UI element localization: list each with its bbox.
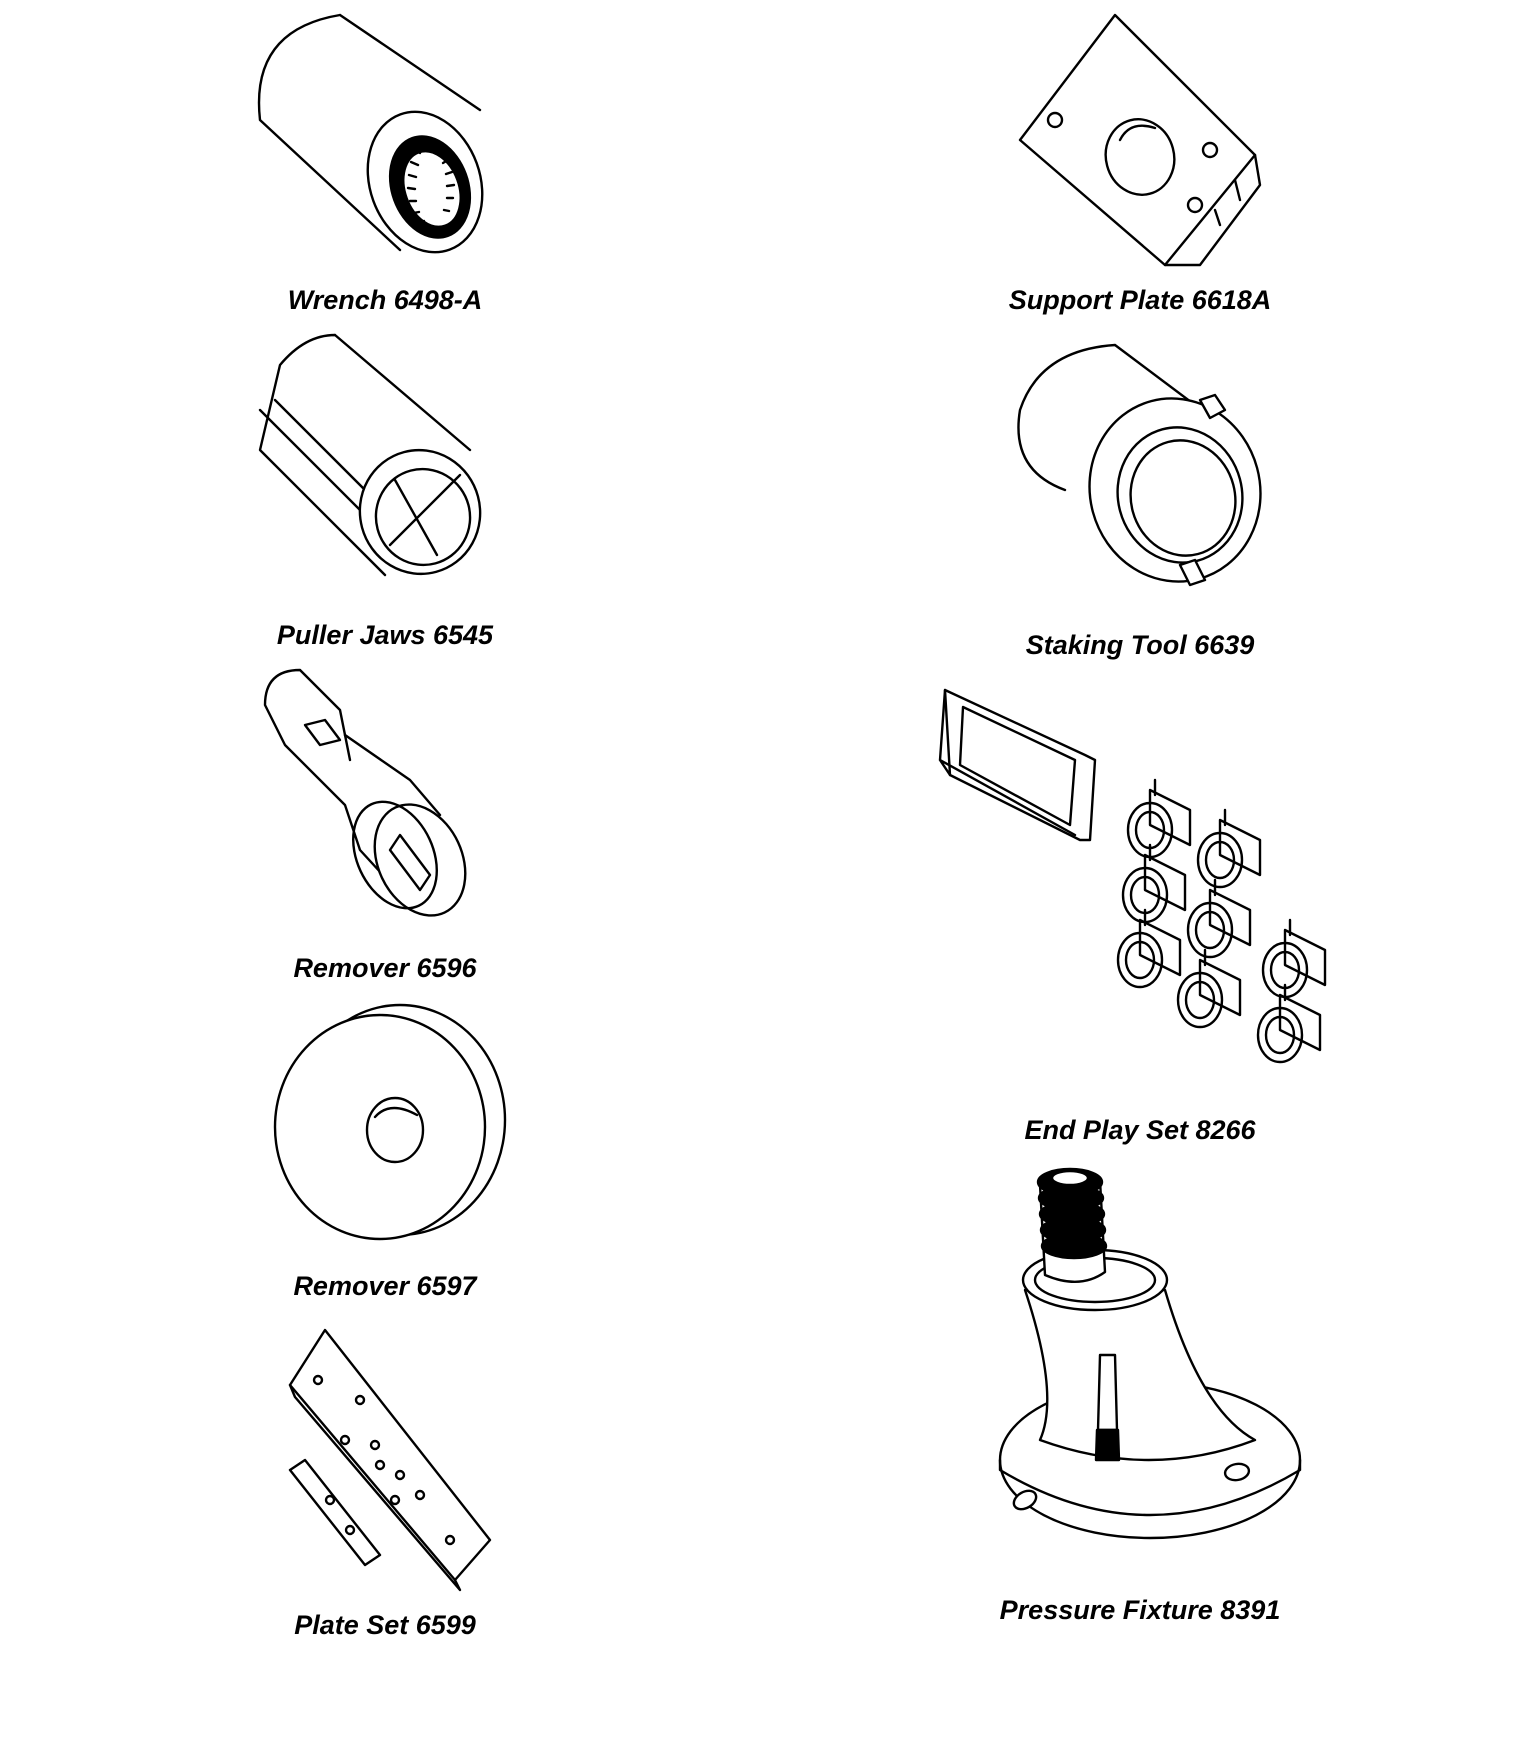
tool-caption: Staking Tool 6639 (1025, 630, 1255, 660)
pressure-fixture-icon (998, 1167, 1302, 1540)
drilled-plate-set-icon (288, 1328, 492, 1592)
end-play-bushing-set-icon (938, 688, 1327, 1064)
tool-remover-6597: Remover 6597 (265, 1003, 515, 1301)
tool-pressure-fixture-8391: Pressure Fixture 8391 (985, 1160, 1310, 1625)
tool-caption: Remover 6597 (293, 1271, 477, 1301)
tool-wrench-6498a: Wrench 6498-A (250, 10, 530, 315)
split-puller-jaws-icon (258, 333, 482, 577)
tool-caption: End Play Set 8266 (1024, 1115, 1256, 1145)
tool-caption: Remover 6596 (293, 953, 477, 983)
tool-caption: Wrench 6498-A (287, 285, 483, 315)
tool-plate-set-6599: Plate Set 6599 (270, 1325, 500, 1640)
tool-support-plate-6618a: Support Plate 6618A (1009, 10, 1271, 315)
tool-caption: Support Plate 6618A (1008, 285, 1272, 315)
support-plate-icon (1018, 13, 1262, 267)
tool-caption: Plate Set 6599 (294, 1610, 476, 1640)
notched-staking-ring-icon (1017, 343, 1262, 587)
tool-staking-tool-6639: Staking Tool 6639 (1015, 340, 1275, 660)
tool-remover-6596: Remover 6596 (245, 665, 525, 983)
splined-wrench-sleeve-icon (257, 13, 484, 254)
slotted-remover-icon (263, 668, 467, 917)
disc-remover-icon (273, 1003, 507, 1241)
tool-end-play-set-8266: End Play Set 8266 (935, 685, 1345, 1145)
tool-caption: Pressure Fixture 8391 (999, 1595, 1281, 1625)
tool-puller-jaws-6545: Puller Jaws 6545 (245, 330, 525, 650)
tool-caption: Puller Jaws 6545 (276, 620, 494, 650)
